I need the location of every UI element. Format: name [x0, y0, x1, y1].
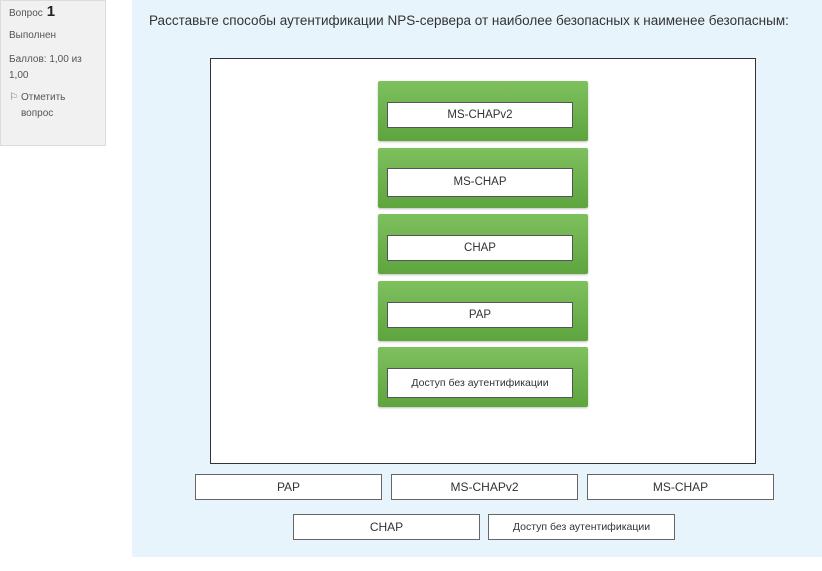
- choice-item[interactable]: Доступ без аутентификации: [488, 514, 675, 540]
- drop-slot-1[interactable]: MS-CHAPv2: [378, 81, 588, 141]
- question-text: Расставьте способы аутентификации NPS-се…: [149, 13, 789, 28]
- drop-slot-3[interactable]: CHAP: [378, 214, 588, 274]
- placed-item[interactable]: MS-CHAPv2: [387, 102, 573, 128]
- placed-item[interactable]: PAP: [387, 302, 573, 328]
- choice-item[interactable]: PAP: [195, 474, 382, 500]
- question-formulation: Расставьте способы аутентификации NPS-се…: [132, 0, 822, 557]
- drop-zone[interactable]: MS-CHAPv2 MS-CHAP CHAP PAP Доступ без ау…: [210, 58, 756, 464]
- drop-slot-5[interactable]: Доступ без аутентификации: [378, 347, 588, 407]
- flag-question-link[interactable]: ⚐ Отметить вопрос: [9, 90, 97, 122]
- flag-question-label: Отметить вопрос: [20, 92, 66, 119]
- question-info-panel: Вопрос 1 Выполнен Баллов: 1,00 из 1,00 ⚐…: [0, 0, 106, 146]
- drop-slot-2[interactable]: MS-CHAP: [378, 148, 588, 208]
- question-number: 1: [46, 3, 56, 20]
- flag-icon[interactable]: ⚐: [9, 92, 18, 103]
- drop-slot-4[interactable]: PAP: [378, 281, 588, 341]
- choice-item[interactable]: MS-CHAP: [587, 474, 774, 500]
- placed-item[interactable]: CHAP: [387, 235, 573, 261]
- question-label: Вопрос: [9, 8, 43, 19]
- question-state: Выполнен: [9, 30, 57, 41]
- placed-item[interactable]: MS-CHAP: [387, 168, 573, 197]
- choice-item[interactable]: CHAP: [293, 514, 480, 540]
- question-number-row: Вопрос 1: [9, 4, 97, 22]
- question-grade: Баллов: 1,00 из 1,00: [9, 54, 82, 81]
- choice-item[interactable]: MS-CHAPv2: [391, 474, 578, 500]
- placed-item[interactable]: Доступ без аутентификации: [387, 368, 573, 398]
